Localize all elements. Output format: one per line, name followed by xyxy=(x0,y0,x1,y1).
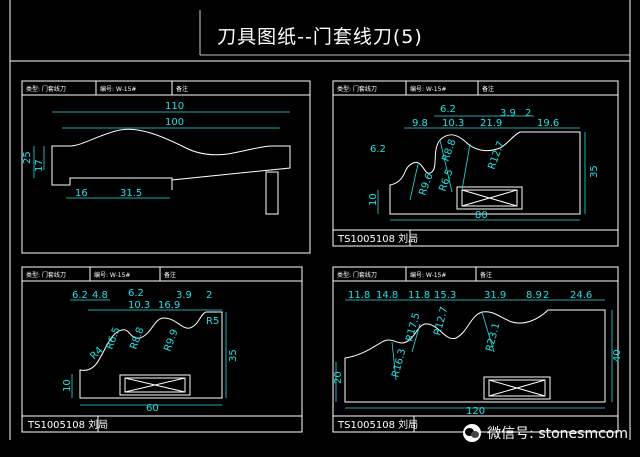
panel-2: 类型: 门套线刀 编号: W-15# 备注 6.2 3.9 2 9.8 10.3… xyxy=(332,80,619,247)
panel-2-code: 编号: W-15# xyxy=(410,85,446,93)
panel-2-dim-21-9: 21.9 xyxy=(480,118,502,129)
panel-4-dim-11-8-a: 11.8 xyxy=(348,290,370,301)
panel-2-dim-80: 80 xyxy=(475,210,488,221)
panel-4-dim-14-8: 14.8 xyxy=(376,290,398,301)
panel-2-caption: TS1005108 刘局 xyxy=(337,233,418,245)
panel-4-dim-11-8-b: 11.8 xyxy=(408,290,430,301)
panel-4-dim-120: 120 xyxy=(466,406,485,417)
wechat-icon xyxy=(463,424,482,442)
panel-2-profile xyxy=(389,131,581,215)
panel-4-caption: TS1005108 刘局 xyxy=(337,419,418,431)
panel-4-dim-r12-7: R12.7 xyxy=(432,306,450,337)
panel-2-dim-r8-8: R8.8 xyxy=(440,138,458,163)
panel-1-dim-17: 17 xyxy=(34,159,45,172)
panel-3-caption: TS1005108 刘局 xyxy=(27,419,108,431)
panel-2-border xyxy=(332,80,619,247)
panel-2-dim-10-3: 10.3 xyxy=(442,118,464,129)
panel-1-dim-31-5: 31.5 xyxy=(120,188,142,199)
panel-3-dim-2: 2 xyxy=(206,290,212,301)
panel-1-profile xyxy=(51,128,291,190)
panel-4-dim-15-3: 15.3 xyxy=(434,290,456,301)
panel-3-dim-60: 60 xyxy=(146,403,159,414)
panel-1-code: 编号: W-15# xyxy=(100,85,136,93)
panel-4-dim-31-9: 31.9 xyxy=(484,290,506,301)
panel-1-type: 类型: 门套线刀 xyxy=(26,85,66,93)
panel-2-dim-10: 10 xyxy=(368,193,379,206)
panel-2-dim-19-6: 19.6 xyxy=(537,118,559,129)
panel-3-type: 类型: 门套线刀 xyxy=(26,271,66,279)
panel-4-dim-r23-1: R23.1 xyxy=(484,322,502,353)
panel-3-dim-r4: R4 xyxy=(88,345,105,362)
panel-3-dim-r6-5: R6.5 xyxy=(104,326,122,351)
panel-4-dim-20: 20 xyxy=(333,371,344,384)
panel-2-dim-3-9: 3.9 xyxy=(500,108,516,119)
panel-4-dim-24-6: 24.6 xyxy=(570,290,592,301)
panel-3-dim-r5: R5 xyxy=(206,316,219,327)
panel-2-note: 备注 xyxy=(482,85,494,93)
panel-3-dim-6-2-b: 6.2 xyxy=(128,288,144,299)
panel-2-dim-6-2-top: 6.2 xyxy=(440,104,456,115)
panel-1-dimlines xyxy=(33,111,290,199)
panel-2-dim-2: 2 xyxy=(525,108,531,119)
panel-3-dim-10: 10 xyxy=(62,379,73,392)
panel-1-dim-100: 100 xyxy=(165,117,184,128)
panel-3: 类型: 门套线刀 编号: W-15# 备注 6.2 4.8 6.2 10.3 1… xyxy=(21,266,303,433)
panel-1: 类型: 门套线刀 编号: W-15# 备注 110 100 25 17 16 3… xyxy=(21,80,311,254)
panel-4-profile xyxy=(344,309,606,403)
panel-2-dim-6-2-left: 6.2 xyxy=(370,144,386,155)
panel-4-dim-40: 40 xyxy=(612,349,623,362)
panel-1-note: 备注 xyxy=(176,85,188,93)
panel-3-dim-16-9: 16.9 xyxy=(158,300,180,311)
panel-2-dim-35: 35 xyxy=(589,165,600,178)
panel-1-dim-110: 110 xyxy=(165,101,184,112)
panel-1-dim-16: 16 xyxy=(75,188,88,199)
panel-4-note: 备注 xyxy=(480,271,492,279)
watermark-text: 微信号: stonesmcom xyxy=(487,426,628,442)
panel-4: 类型: 门套线刀 编号: W-15# 备注 11.8 14.8 11.8 15.… xyxy=(332,266,623,433)
panel-2-dim-r12-7: R12.7 xyxy=(486,140,506,171)
panel-2-dim-r9-6: R9.6 xyxy=(417,172,435,197)
watermark: 微信号: stonesmcom xyxy=(463,423,628,443)
panel-4-type: 类型: 门套线刀 xyxy=(337,271,377,279)
panel-3-dim-6-2-a: 6.2 xyxy=(72,290,88,301)
panel-3-code: 编号: W-15# xyxy=(94,271,130,279)
panel-3-dim-3-9: 3.9 xyxy=(176,290,192,301)
panel-1-block xyxy=(265,171,279,215)
panel-3-dim-4-8: 4.8 xyxy=(92,290,108,301)
panel-3-profile xyxy=(79,311,223,399)
panel-4-code: 编号: W-15# xyxy=(410,271,446,279)
panel-2-dim-r6-5: R6.5 xyxy=(437,168,455,193)
panel-3-dim-35: 35 xyxy=(228,349,239,362)
page-title: 刀具图纸--门套线刀(5) xyxy=(217,26,423,48)
panel-2-dim-9-8: 9.8 xyxy=(412,118,428,129)
panel-1-border xyxy=(21,80,311,254)
panel-3-dim-10-3: 10.3 xyxy=(128,300,150,311)
panel-1-dim-25: 25 xyxy=(22,151,33,164)
sheet-frame xyxy=(9,0,631,440)
panel-3-border xyxy=(21,266,303,433)
panel-3-dim-r9-9: R9.9 xyxy=(162,328,180,353)
panel-3-note: 备注 xyxy=(164,271,176,279)
panel-3-dim-r8-8: R8.8 xyxy=(128,326,146,351)
panel-4-dim-2: 2 xyxy=(543,290,549,301)
panel-4-dim-8-9: 8.9 xyxy=(526,290,542,301)
panel-2-type: 类型: 门套线刀 xyxy=(337,85,377,93)
